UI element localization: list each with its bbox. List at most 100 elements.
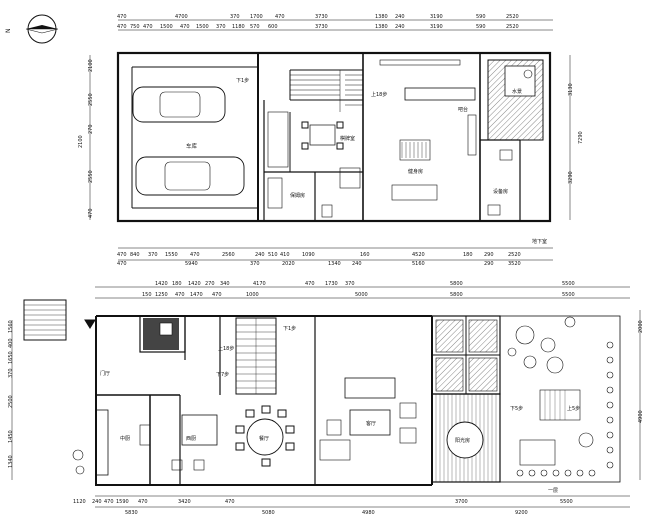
svg-text:1730: 1730 (325, 281, 338, 287)
svg-text:1180: 1180 (232, 24, 245, 30)
svg-text:240: 240 (395, 24, 405, 30)
svg-text:470: 470 (275, 14, 285, 20)
north-label: N (5, 29, 12, 34)
svg-text:470: 470 (190, 252, 200, 258)
compass-icon: N (5, 14, 59, 44)
down1-label-basement: 下1步 (236, 78, 249, 84)
svg-text:750: 750 (130, 24, 140, 30)
gym-label: 健身房 (408, 168, 423, 175)
svg-text:4900: 4900 (638, 410, 644, 423)
svg-text:3130: 3130 (568, 83, 574, 96)
svg-text:470: 470 (117, 252, 127, 258)
svg-text:470: 470 (138, 499, 148, 505)
basement-title: 地下室 (532, 238, 547, 245)
svg-text:3290: 3290 (568, 171, 574, 184)
svg-text:180: 180 (463, 252, 473, 258)
ground-bottom-dims-2: 5830 5080 4980 9200 (125, 510, 528, 516)
svg-text:2550: 2550 (88, 170, 94, 183)
svg-text:5500: 5500 (560, 499, 573, 505)
svg-text:2020: 2020 (282, 261, 295, 267)
svg-text:590: 590 (476, 14, 486, 20)
svg-text:470: 470 (104, 499, 114, 505)
svg-text:1380: 1380 (375, 24, 388, 30)
svg-text:1700: 1700 (250, 14, 263, 20)
bar-label: 吧台 (458, 106, 468, 113)
basement-plan (89, 19, 571, 261)
svg-text:3700: 3700 (455, 499, 468, 505)
svg-text:2520: 2520 (506, 14, 519, 20)
svg-text:1650: 1650 (8, 351, 14, 364)
svg-text:370: 370 (250, 261, 260, 267)
svg-text:5940: 5940 (185, 261, 198, 267)
living-label: 客厅 (366, 420, 376, 427)
up18-label-ground: 上18步 (218, 345, 234, 352)
ground-floor-plan (11, 286, 641, 508)
water-feature-label: 水景 (512, 88, 522, 95)
svg-text:470: 470 (305, 281, 315, 287)
svg-text:240: 240 (352, 261, 362, 267)
svg-text:470: 470 (117, 261, 127, 267)
up18-label-basement: 上18步 (371, 91, 387, 98)
svg-text:1000: 1000 (246, 292, 259, 298)
svg-text:340: 340 (220, 281, 230, 287)
svg-text:1470: 1470 (190, 292, 203, 298)
dining-label: 餐厅 (259, 435, 269, 442)
ground-top-dims-2: 150 1250 470 1470 470 1000 5000 5800 550… (142, 292, 575, 298)
svg-text:4700: 4700 (175, 14, 188, 20)
svg-text:1120: 1120 (73, 499, 86, 505)
svg-text:2000: 2000 (638, 320, 644, 333)
svg-text:4980: 4980 (362, 510, 375, 516)
svg-text:5800: 5800 (450, 281, 463, 287)
svg-text:410: 410 (280, 252, 290, 258)
svg-text:150: 150 (142, 292, 152, 298)
svg-text:370: 370 (148, 252, 158, 258)
svg-text:1090: 1090 (302, 252, 315, 258)
svg-text:4520: 4520 (412, 252, 425, 258)
svg-text:3730: 3730 (315, 14, 328, 20)
ground-left-dims: 1560 400 1650 370 2500 1450 1340 (8, 320, 14, 468)
basement-top-dims-1: 470 4700 370 1700 470 3730 1380 240 3190… (117, 14, 519, 20)
western-kitchen-label: 西厨 (186, 436, 196, 442)
down5-label: 下5步 (510, 406, 523, 412)
svg-text:2550: 2550 (88, 93, 94, 106)
svg-text:470: 470 (143, 24, 153, 30)
svg-text:570: 570 (250, 24, 260, 30)
basement-bottom-dims-2: 470 5940 370 2020 1340 240 5160 290 3520 (117, 261, 521, 267)
svg-text:5160: 5160 (412, 261, 425, 267)
down1-label-ground: 下1步 (283, 326, 296, 332)
basement-right-dims: 3130 7290 3290 (568, 83, 584, 184)
svg-text:1550: 1550 (165, 252, 178, 258)
down7-label: 下7步 (216, 372, 229, 378)
svg-text:2100: 2100 (78, 135, 84, 148)
svg-text:370: 370 (345, 281, 355, 287)
svg-text:1250: 1250 (155, 292, 168, 298)
ground-floor-labels: 下1步 上18步 下7步 门厅 中厨 西厨 餐厅 客厅 阳光房 上5步 下5步 … (8, 281, 644, 516)
svg-text:1450: 1450 (8, 430, 14, 443)
svg-text:1560: 1560 (8, 320, 14, 333)
svg-text:600: 600 (268, 24, 278, 30)
svg-text:3730: 3730 (315, 24, 328, 30)
svg-text:2500: 2500 (8, 395, 14, 408)
svg-text:2100: 2100 (88, 59, 94, 72)
svg-text:1500: 1500 (160, 24, 173, 30)
ground-bottom-dims-1: 1120 240 470 1590 470 3420 470 3700 5500 (73, 499, 573, 505)
ground-right-dims: 2000 4900 (638, 320, 644, 423)
kitchen-label: 中厨 (120, 435, 130, 442)
svg-text:470: 470 (212, 292, 222, 298)
svg-text:370: 370 (216, 24, 226, 30)
svg-text:240: 240 (255, 252, 265, 258)
svg-text:1340: 1340 (8, 455, 14, 468)
svg-text:370: 370 (230, 14, 240, 20)
svg-text:840: 840 (130, 252, 140, 258)
svg-text:5500: 5500 (562, 281, 575, 287)
chess-room-label: 棋牌室 (340, 135, 355, 142)
svg-text:5800: 5800 (450, 292, 463, 298)
basement-bottom-dims-1: 470 840 370 1550 470 2560 240 510 410 10… (117, 252, 521, 258)
svg-text:3190: 3190 (430, 24, 443, 30)
basement-left-dims: 2100 2550 270 2100 2550 470 (78, 59, 94, 218)
equipment-room-label: 设备房 (493, 188, 508, 195)
svg-text:2520: 2520 (508, 252, 521, 258)
svg-text:470: 470 (117, 14, 127, 20)
svg-text:1590: 1590 (116, 499, 129, 505)
svg-text:1380: 1380 (375, 14, 388, 20)
